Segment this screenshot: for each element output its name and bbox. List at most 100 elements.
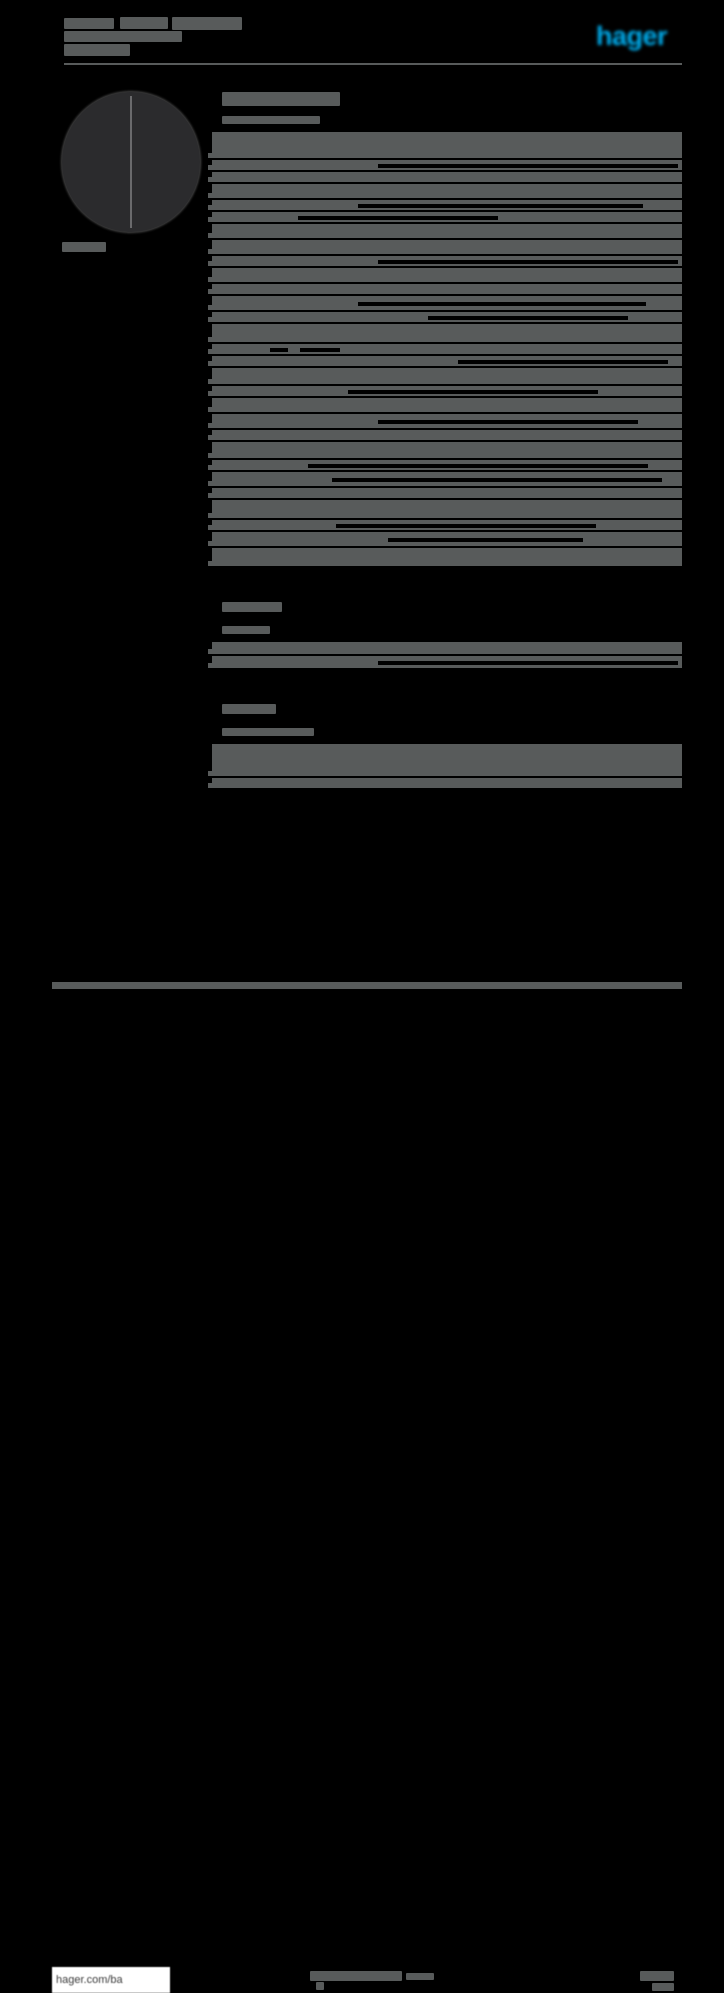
row-label-marker (208, 430, 212, 435)
header-title-part-1 (64, 18, 114, 29)
header-title-part-3 (172, 17, 242, 30)
table-row (208, 548, 682, 568)
section-gap (208, 670, 682, 700)
table-row (208, 268, 682, 284)
row-label-marker (208, 368, 212, 379)
row-label-marker (208, 778, 212, 783)
section-title-1 (208, 88, 682, 110)
row-label-marker (208, 532, 212, 541)
row-label-marker (208, 488, 212, 493)
section-title-text (222, 92, 340, 106)
header-title-part-2 (120, 17, 168, 29)
row-label-marker (208, 132, 212, 153)
row-value-gap (332, 478, 662, 482)
table-row (208, 500, 682, 520)
section-subtitle-text (222, 116, 320, 124)
row-value-gap (388, 538, 583, 542)
table-row (208, 312, 682, 324)
page-footer: hager.com/ba (0, 978, 724, 1993)
row-value-gap (300, 348, 340, 352)
row-label-marker (208, 268, 212, 277)
table-row (208, 532, 682, 548)
row-label-marker (208, 500, 212, 513)
table-row (208, 520, 682, 532)
product-split-line (130, 96, 132, 228)
row-value-gap (378, 420, 638, 424)
row-label-marker (208, 184, 212, 193)
table-row (208, 284, 682, 296)
footer-divider (52, 982, 682, 989)
table-row (208, 442, 682, 460)
table-row (208, 488, 682, 500)
table-row (208, 172, 682, 184)
table-row (208, 160, 682, 172)
table-row (208, 430, 682, 442)
footer-url[interactable]: hager.com/ba (52, 1967, 170, 1993)
row-value-gap (308, 464, 648, 468)
table-row (208, 414, 682, 430)
section-subtitle-1 (208, 114, 682, 132)
table-row (208, 744, 682, 778)
row-label-marker (208, 744, 212, 771)
section-title-text (222, 704, 276, 714)
hager-logo[interactable]: hager (596, 21, 668, 51)
row-value-gap (378, 661, 678, 665)
footer-center-text-1 (310, 1971, 402, 1981)
page-header: hager (0, 0, 724, 72)
table-row (208, 386, 682, 398)
table-row (208, 398, 682, 414)
row-label-marker (208, 160, 212, 165)
product-caption (62, 242, 106, 252)
section-subtitle-2 (208, 624, 682, 642)
row-label-marker (208, 642, 212, 649)
row-label-marker (208, 172, 212, 177)
table-row (208, 368, 682, 386)
footer-center-text-2 (406, 1973, 434, 1980)
row-value-gap (336, 524, 596, 528)
row-value-gap (348, 390, 598, 394)
table-row (208, 472, 682, 488)
row-value-gap (358, 302, 646, 306)
spec-table-2 (208, 642, 682, 670)
row-label-marker (208, 324, 212, 337)
table-row (208, 132, 682, 160)
table-row (208, 344, 682, 356)
row-label-marker (208, 284, 212, 289)
section-title-2 (208, 598, 682, 620)
table-row (208, 296, 682, 312)
footer-center-text-3 (316, 1982, 324, 1990)
table-row (208, 324, 682, 344)
row-value-gap (378, 260, 678, 264)
section-subtitle-text (222, 626, 270, 634)
row-label-marker (208, 256, 212, 261)
product-image (62, 92, 200, 232)
section-gap (208, 568, 682, 598)
table-row (208, 256, 682, 268)
footer-page-number (640, 1971, 674, 1981)
row-label-marker (208, 212, 212, 217)
table-row (208, 656, 682, 670)
row-value-gap (298, 216, 498, 220)
row-value-gap (378, 164, 678, 168)
content-column (208, 88, 682, 790)
row-label-marker (208, 472, 212, 481)
row-label-marker (208, 224, 212, 233)
row-label-marker (208, 520, 212, 525)
row-label-marker (208, 460, 212, 465)
table-row (208, 200, 682, 212)
row-label-marker (208, 344, 212, 349)
row-value-gap (428, 316, 628, 320)
row-label-marker (208, 398, 212, 407)
table-row (208, 212, 682, 224)
row-label-marker (208, 296, 212, 305)
section-subtitle-3 (208, 726, 682, 744)
row-value-gap (458, 360, 668, 364)
spec-table-3 (208, 744, 682, 790)
table-row (208, 224, 682, 240)
row-label-marker (208, 442, 212, 453)
header-divider (64, 63, 682, 65)
row-label-marker (208, 386, 212, 391)
section-title-text (222, 602, 282, 612)
table-row (208, 184, 682, 200)
